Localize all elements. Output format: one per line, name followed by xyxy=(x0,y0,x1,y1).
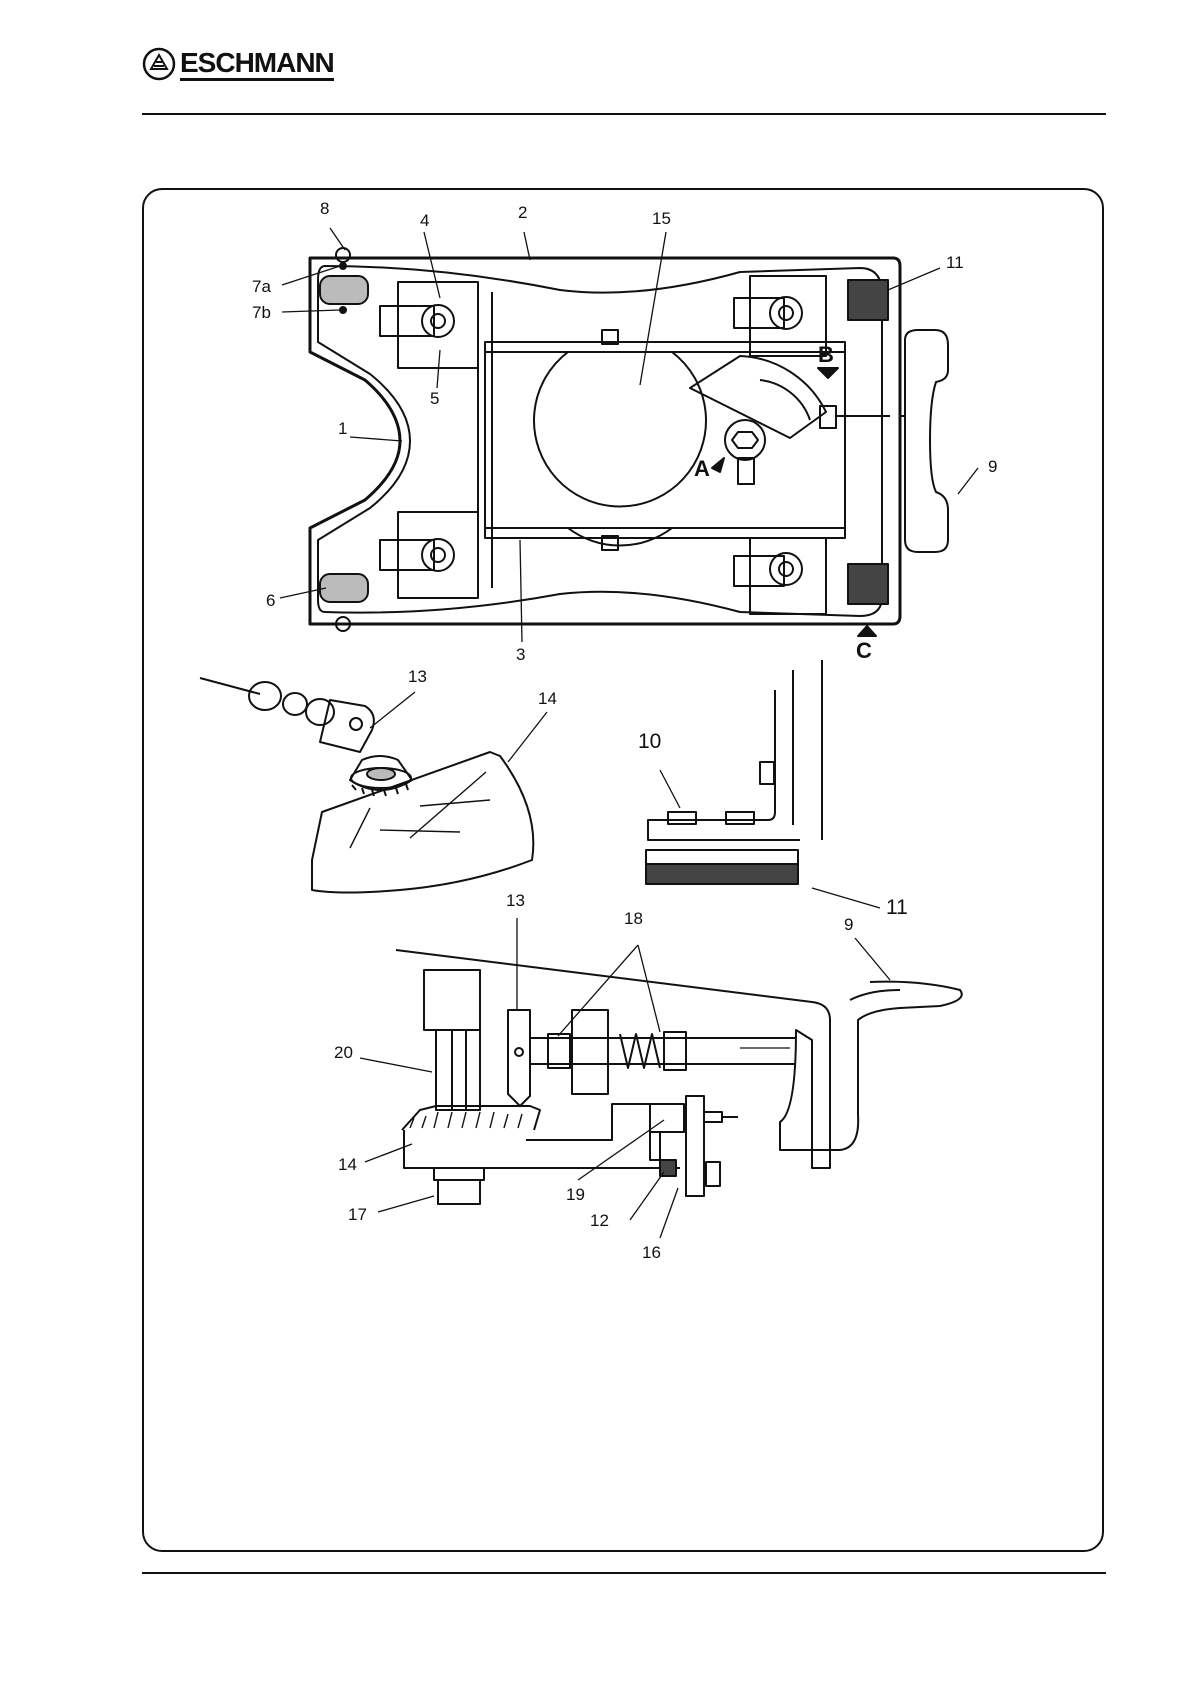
callout-2: 2 xyxy=(518,203,527,222)
callout-19: 19 xyxy=(566,1185,585,1204)
top-view-drawing xyxy=(310,248,948,636)
callout-7b: 7b xyxy=(252,303,271,322)
callout-16: 16 xyxy=(642,1243,661,1262)
callout-17: 17 xyxy=(348,1205,367,1224)
callout-14-side: 14 xyxy=(338,1155,357,1174)
callout-15: 15 xyxy=(652,209,671,228)
callout-14-gear: 14 xyxy=(538,689,557,708)
callout-C: C xyxy=(856,638,872,663)
callout-9-top: 9 xyxy=(988,457,997,476)
callout-6: 6 xyxy=(266,591,275,610)
callout-18: 18 xyxy=(624,909,643,928)
callout-13-side: 13 xyxy=(506,891,525,910)
bevel-gear-leaders xyxy=(370,692,547,762)
callout-4: 4 xyxy=(420,211,429,230)
callout-A: A xyxy=(694,456,710,481)
side-view-leaders xyxy=(360,918,890,1238)
pad-bracket-detail xyxy=(646,660,822,884)
bevel-gear-detail xyxy=(200,678,533,893)
callout-11-pad: 11 xyxy=(886,896,908,919)
callout-20: 20 xyxy=(334,1043,353,1062)
callout-B: B xyxy=(818,342,834,367)
callout-5: 5 xyxy=(430,389,439,408)
callout-12: 12 xyxy=(590,1211,609,1230)
callout-7a: 7a xyxy=(252,277,271,296)
side-view-drawing xyxy=(396,950,962,1204)
callout-9-side: 9 xyxy=(844,915,853,934)
callout-1: 1 xyxy=(338,419,347,438)
footer-rule xyxy=(142,1572,1106,1574)
callout-8: 8 xyxy=(320,199,329,218)
callout-labels: 8 2 4 15 11 7a 7b 5 1 9 6 3 A B C 13 14 … xyxy=(252,199,997,1262)
callout-11-top: 11 xyxy=(946,253,964,272)
callout-13-gear: 13 xyxy=(408,667,427,686)
callout-3: 3 xyxy=(516,645,525,664)
callout-10: 10 xyxy=(638,730,661,753)
